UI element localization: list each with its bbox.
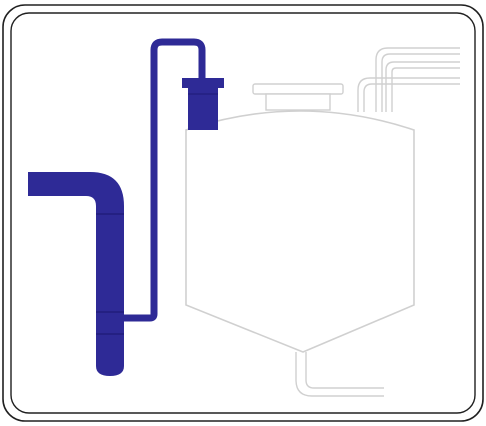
connection-tube [122,38,206,322]
upper-flange [182,78,224,130]
vessel-body [185,110,415,353]
top-nozzle [252,83,344,111]
top-right-piping [357,47,460,112]
bottom-outlet [295,352,384,397]
sight-glass-column [28,172,124,376]
outer-frame [2,4,484,422]
inner-frame [10,12,476,414]
